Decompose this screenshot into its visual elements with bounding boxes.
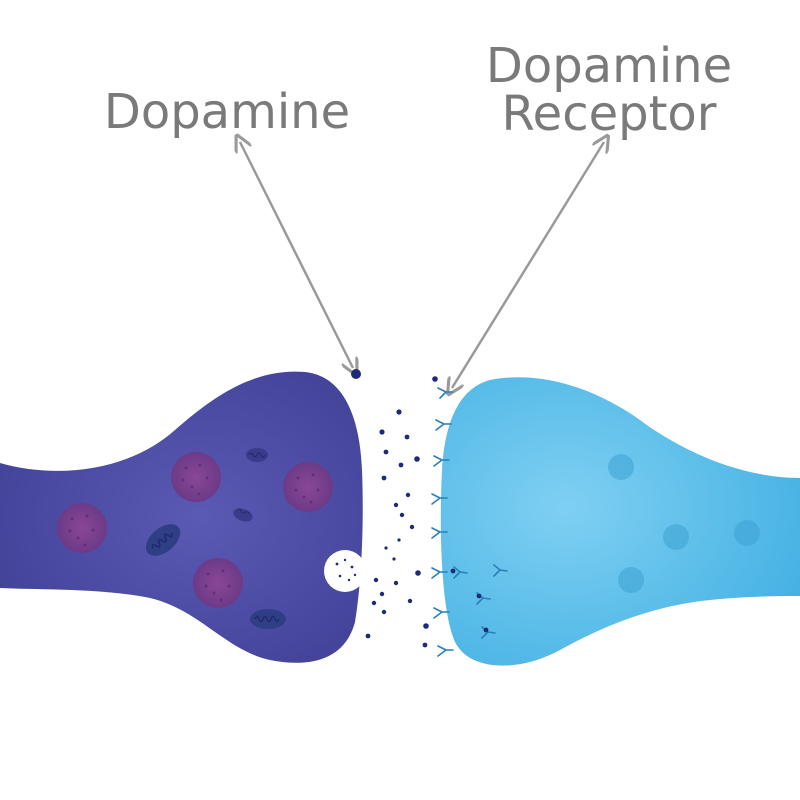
vesicle-dots xyxy=(68,463,320,602)
receptor-icon xyxy=(493,564,508,577)
vesicle xyxy=(171,452,221,502)
dopamine-molecule xyxy=(396,409,402,415)
receptor-label-line1: Dopamine xyxy=(486,38,732,94)
dopamine-molecule xyxy=(351,369,361,379)
receptor-icon xyxy=(431,567,448,579)
receptors xyxy=(431,387,508,657)
dopamine-molecule xyxy=(371,600,377,606)
release-dots xyxy=(335,558,357,582)
dopamine-molecule xyxy=(397,538,401,542)
mitochondrion xyxy=(233,508,253,522)
presynaptic-neuron xyxy=(0,371,366,663)
bound-dopamine xyxy=(414,376,489,633)
dopamine-molecule xyxy=(398,462,404,468)
dopamine-arrow xyxy=(240,142,353,368)
dopamine-label: Dopamine xyxy=(104,84,350,140)
postsynaptic-bubbles xyxy=(608,454,760,593)
dopamine-molecules xyxy=(351,369,428,648)
receptor-icon xyxy=(453,566,468,579)
dopamine-molecule xyxy=(393,502,399,508)
receptor-icon xyxy=(431,527,448,539)
receptor-icon xyxy=(431,493,448,505)
dopamine-molecule xyxy=(381,609,387,615)
dopamine-molecule xyxy=(409,524,415,530)
receptor-icon xyxy=(435,419,452,431)
release-vesicle xyxy=(324,550,366,592)
vesicle xyxy=(283,462,333,512)
dopamine-molecule xyxy=(379,429,385,435)
dopamine-molecule xyxy=(422,642,428,648)
vesicle xyxy=(193,558,243,608)
postsynaptic-neuron xyxy=(440,377,800,666)
dopamine-molecule xyxy=(383,449,389,455)
receptor-icon xyxy=(433,455,450,467)
receptor-label-line2: Receptor xyxy=(501,86,716,142)
dopamine-molecule xyxy=(381,475,387,481)
receptor-arrow xyxy=(452,142,604,388)
dopamine-molecule xyxy=(404,434,410,440)
receptor-icon xyxy=(437,387,453,399)
mitochondrion xyxy=(246,448,268,462)
dopamine-molecule xyxy=(399,512,405,518)
vesicle xyxy=(57,503,107,553)
dopamine-molecule xyxy=(407,598,413,604)
receptor-icon xyxy=(433,607,450,619)
dopamine-molecule xyxy=(373,577,379,583)
dopamine-molecule xyxy=(393,580,399,586)
dopamine-molecule xyxy=(365,633,371,639)
mitochondrion xyxy=(250,609,286,629)
mitochondrion xyxy=(145,524,181,556)
receptor-icon xyxy=(437,645,454,657)
dopamine-molecule xyxy=(405,492,411,498)
dopamine-molecule xyxy=(392,557,396,561)
dopamine-molecule xyxy=(384,546,388,550)
dopamine-molecule xyxy=(379,591,385,597)
